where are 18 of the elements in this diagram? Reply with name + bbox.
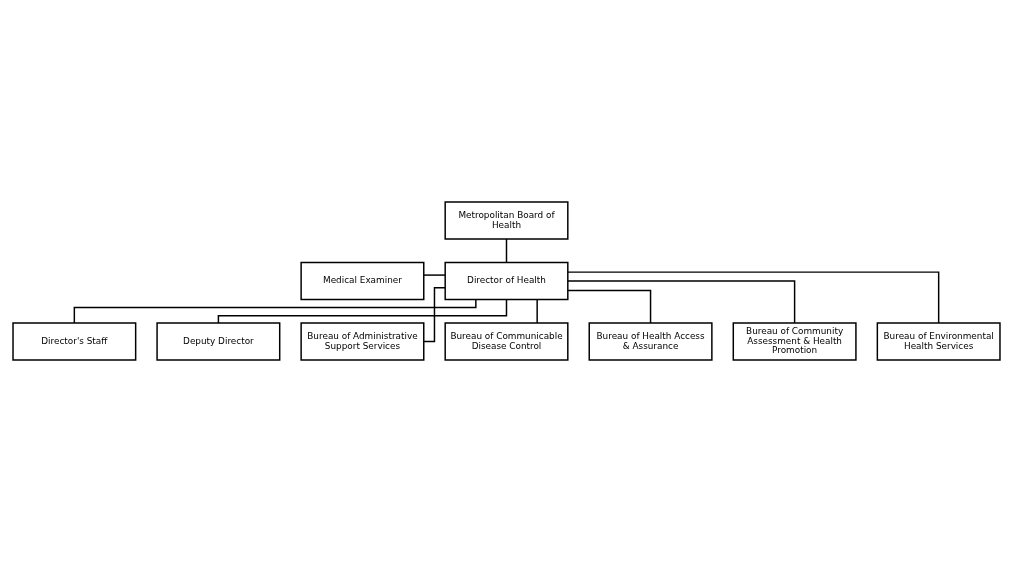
connector: [423, 273, 446, 276]
node-box: Deputy Director: [156, 321, 281, 361]
node-box: Director of Health: [444, 261, 569, 300]
node-box: Bureau of Health Access & Assurance: [588, 321, 713, 361]
connector: [567, 289, 652, 324]
connector: [567, 270, 940, 324]
connector: [567, 279, 796, 324]
node-box: Director's Staff: [12, 321, 137, 361]
connector: [536, 298, 538, 324]
node-box: Bureau of Community Assessment & Health Promotion: [732, 321, 857, 361]
node-box: Medical Examiner: [300, 261, 425, 300]
node-box: Bureau of Administrative Support Services: [300, 321, 425, 361]
connector: [423, 286, 446, 342]
connector: [505, 237, 508, 263]
node-box: Metropolitan Board of Health: [444, 200, 569, 240]
node-box: Bureau of Environmental Health Services: [876, 321, 1001, 361]
node-box: Bureau of Communicable Disease Control: [444, 321, 569, 361]
connector: [217, 298, 508, 324]
